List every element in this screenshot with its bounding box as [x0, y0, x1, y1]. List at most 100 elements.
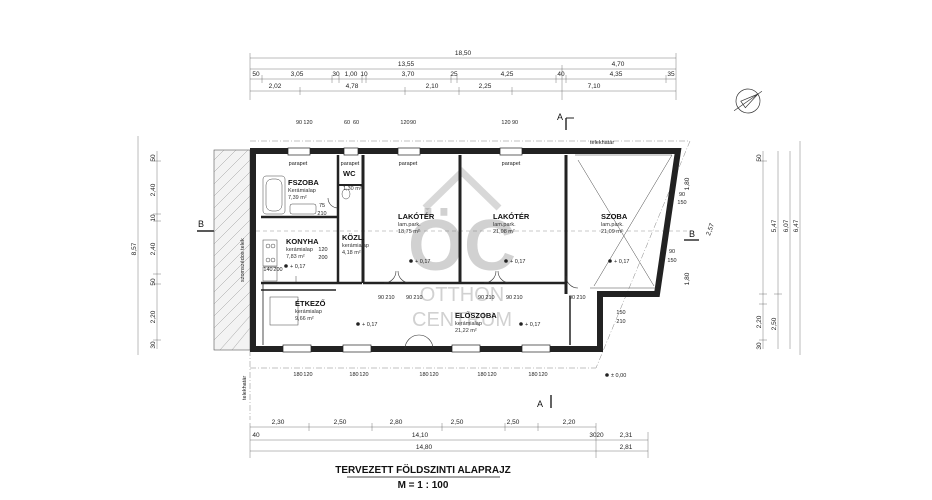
dim-r3-1: 3,05 — [291, 71, 304, 78]
svg-text:5,47: 5,47 — [771, 219, 778, 232]
dim-r3-6: 25 — [450, 71, 458, 78]
svg-text:B: B — [198, 219, 204, 229]
section-b-left: B — [197, 219, 692, 232]
svg-text:21,22 m²: 21,22 m² — [455, 328, 477, 334]
svg-text:210: 210 — [413, 295, 422, 301]
level-markers: + 0,17 + 0,17 + 0,17 + 0,17 + 0,17 + 0,1… — [284, 259, 629, 379]
svg-text:30: 30 — [150, 341, 157, 349]
svg-text:60: 60 — [344, 120, 350, 126]
room-fszoba: FSZOBA Kerámialap 7,39 m² — [288, 178, 319, 201]
room-lakoter-2: LAKÓTÉR lam.park. 21,08 m² — [493, 212, 530, 235]
svg-text:1,80: 1,80 — [684, 177, 691, 190]
svg-text:10: 10 — [150, 214, 157, 222]
svg-text:LAKÓTÉR: LAKÓTÉR — [493, 212, 530, 221]
dim-r3-7: 4,25 — [501, 71, 514, 78]
north-arrow-icon — [733, 88, 763, 114]
svg-text:120: 120 — [303, 372, 312, 378]
bottom-windows: 180 120 180 120 180 120 180 120 180 120 — [282, 334, 551, 378]
svg-text:18,75 m²: 18,75 m² — [398, 229, 420, 235]
fixtures — [262, 175, 351, 326]
svg-text:2,50: 2,50 — [507, 419, 520, 426]
svg-text:21,08 m²: 21,08 m² — [493, 229, 515, 235]
svg-text:200: 200 — [273, 267, 282, 273]
neighbor-wall: szomszédos telek — [213, 149, 251, 351]
svg-text:120: 120 — [359, 372, 368, 378]
svg-text:KÖZL.: KÖZL. — [342, 233, 365, 242]
dim-r3-8: 40 — [557, 71, 565, 78]
svg-text:90: 90 — [512, 120, 518, 126]
svg-text:2,50: 2,50 — [334, 419, 347, 426]
svg-text:90: 90 — [669, 249, 675, 255]
svg-text:2,31: 2,31 — [620, 432, 633, 439]
watermark-logo: ÖC OTTHON CENTRUM — [408, 167, 516, 331]
door-swings — [327, 197, 579, 289]
svg-text:90: 90 — [296, 120, 302, 126]
svg-text:+ 0,17: + 0,17 — [415, 259, 430, 265]
dim-r3-0: 50 — [252, 71, 260, 78]
svg-text:90: 90 — [679, 192, 685, 198]
svg-text:parapet: parapet — [502, 161, 521, 167]
svg-text:+ 0,17: + 0,17 — [525, 322, 540, 328]
top-windows: 90 120 60 60 120 90 120 90 parapet parap… — [287, 120, 523, 167]
dim-r4-0: 2,02 — [269, 83, 282, 90]
watermark-line1: OTTHON — [420, 284, 504, 306]
svg-text:60: 60 — [353, 120, 359, 126]
svg-text:30: 30 — [756, 342, 763, 350]
svg-text:kerámialap: kerámialap — [295, 309, 322, 315]
property-lines: telekhatár telekhatár — [242, 140, 691, 420]
dim-r4-3: 2,25 — [479, 83, 492, 90]
svg-text:90: 90 — [406, 295, 412, 301]
svg-text:180: 180 — [349, 372, 358, 378]
svg-text:SZOBA: SZOBA — [601, 212, 628, 221]
room-wc: WC 1,30 m² — [343, 169, 362, 192]
svg-text:+ 0,17: + 0,17 — [614, 259, 629, 265]
svg-text:180: 180 — [528, 372, 537, 378]
svg-text:90: 90 — [478, 295, 484, 301]
svg-text:75: 75 — [319, 203, 325, 209]
svg-text:2,40: 2,40 — [150, 242, 157, 255]
svg-text:9,66 m²: 9,66 m² — [295, 316, 314, 322]
svg-text:lam.park.: lam.park. — [398, 222, 421, 228]
svg-text:2,57: 2,57 — [705, 222, 716, 237]
room-kozl: KÖZL. kerámialap 4,18 m² — [342, 233, 369, 256]
roof-lines — [575, 154, 673, 289]
svg-text:2,50: 2,50 — [771, 317, 778, 330]
property-line-label-left: telekhatár — [242, 376, 248, 400]
sink-icon — [289, 203, 317, 215]
svg-text:120: 120 — [318, 247, 327, 253]
top-dimensions: 18,50 13,55 4,70 50 3,05 30 1,00 10 3,70… — [249, 50, 677, 100]
svg-text:4,18 m²: 4,18 m² — [342, 250, 361, 256]
svg-text:21,09 m²: 21,09 m² — [601, 229, 623, 235]
svg-text:180: 180 — [477, 372, 486, 378]
svg-text:2,80: 2,80 — [390, 419, 403, 426]
svg-text:6,07: 6,07 — [783, 219, 790, 232]
bottom-dimensions: 2,30 2,50 2,80 2,50 2,50 2,20 40 14,10 3… — [249, 419, 649, 458]
svg-text:200: 200 — [318, 255, 327, 261]
dim-13-55: 13,55 — [398, 61, 415, 68]
dim-4-70: 4,70 — [612, 61, 625, 68]
neighbor-wall-label: szomszédos telek — [240, 238, 246, 282]
dim-r3-4: 10 — [360, 71, 368, 78]
svg-text:90: 90 — [506, 295, 512, 301]
svg-text:120: 120 — [400, 120, 409, 126]
room-eloszoba: ELŐSZOBA kerámialap 21,22 m² — [455, 311, 497, 334]
stove-icon — [262, 239, 278, 267]
svg-text:kerámialap: kerámialap — [455, 321, 482, 327]
svg-text:40: 40 — [252, 432, 260, 439]
svg-text:7,39 m²: 7,39 m² — [288, 195, 307, 201]
svg-text:14,80: 14,80 — [416, 444, 433, 451]
svg-text:A: A — [537, 399, 543, 409]
svg-text:2,50: 2,50 — [451, 419, 464, 426]
svg-text:ÉTKEZŐ: ÉTKEZŐ — [295, 299, 326, 308]
svg-text:1,30 m²: 1,30 m² — [343, 186, 362, 192]
svg-text:WC: WC — [343, 169, 356, 178]
svg-text:2,20: 2,20 — [756, 315, 763, 328]
svg-text:1,80: 1,80 — [684, 272, 691, 285]
svg-text:120: 120 — [303, 120, 312, 126]
svg-text:+ 0,17: + 0,17 — [510, 259, 525, 265]
svg-text:parapet: parapet — [399, 161, 418, 167]
drawing-scale: M = 1 : 100 — [398, 480, 449, 491]
svg-text:120: 120 — [538, 372, 547, 378]
svg-text:210: 210 — [317, 211, 326, 217]
svg-text:parapet: parapet — [341, 161, 360, 167]
